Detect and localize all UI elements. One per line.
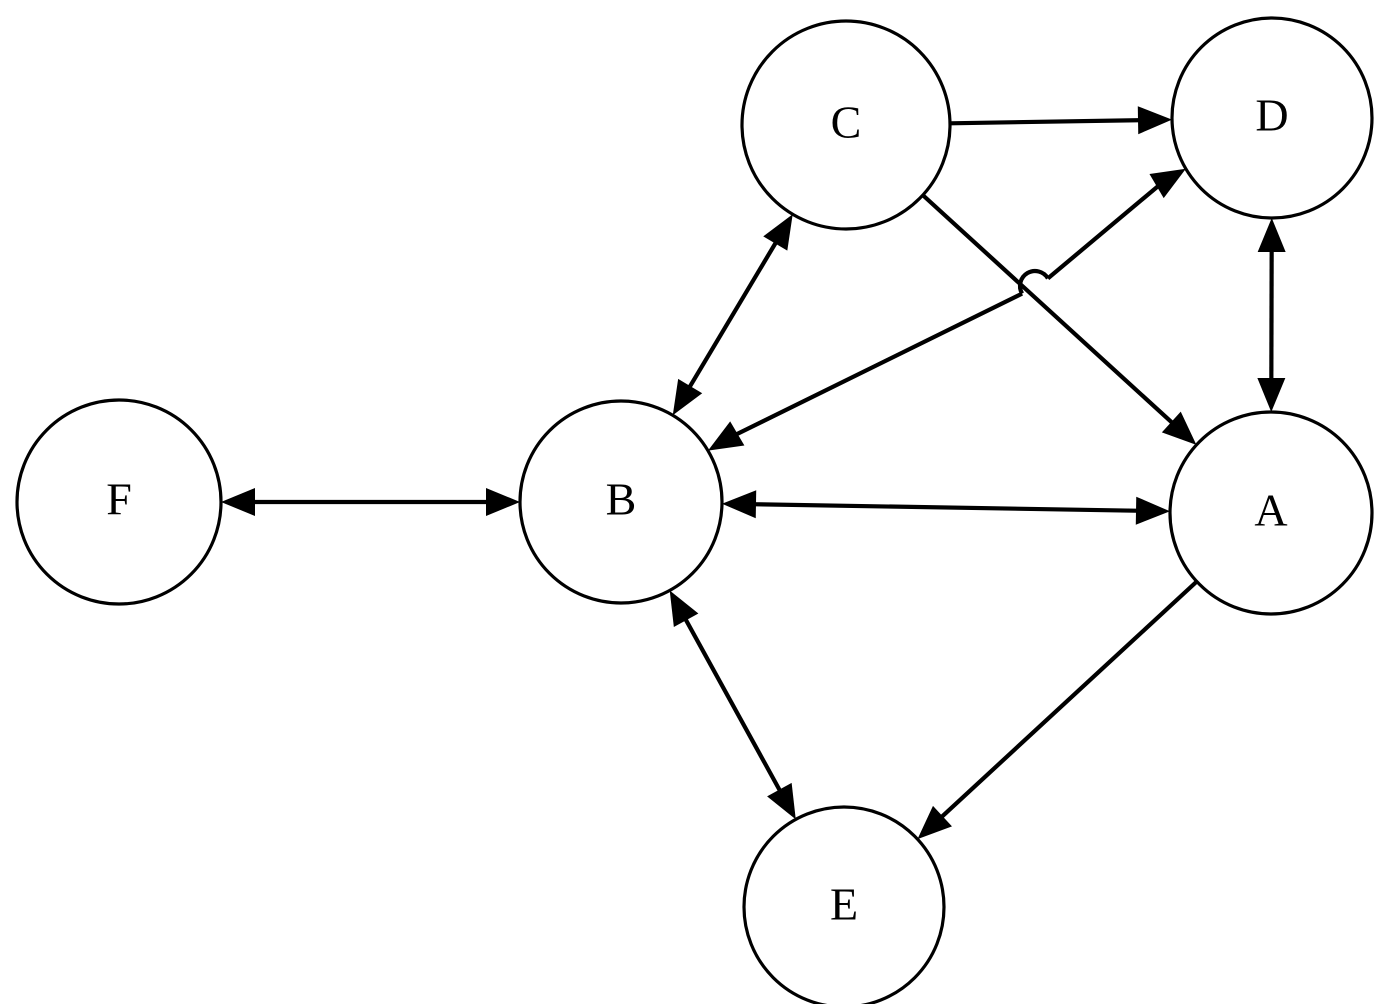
edge-segment bbox=[949, 118, 1145, 126]
edge-segment bbox=[921, 193, 1178, 428]
node-label-a: A bbox=[1254, 485, 1287, 536]
edge-segment bbox=[681, 613, 785, 796]
arrowhead-to-b bbox=[669, 590, 699, 628]
node-label-c: C bbox=[831, 97, 862, 148]
node-circle-d[interactable] bbox=[1170, 16, 1374, 220]
node-label-f: F bbox=[106, 474, 132, 525]
arrowhead-to-b bbox=[672, 378, 703, 416]
node-e[interactable]: E bbox=[742, 805, 946, 1004]
edge-c-a bbox=[921, 193, 1197, 445]
edges-layer bbox=[221, 106, 1286, 840]
node-label-e: E bbox=[830, 879, 858, 930]
node-b[interactable]: B bbox=[518, 399, 724, 605]
node-c[interactable]: C bbox=[740, 19, 952, 231]
edge-segment bbox=[936, 579, 1199, 822]
edge-b-a bbox=[721, 490, 1171, 525]
arrowhead-to-a bbox=[1161, 411, 1197, 445]
node-circle-b[interactable] bbox=[518, 399, 724, 605]
edge-segment bbox=[749, 502, 1143, 513]
edge-c-d bbox=[949, 106, 1173, 135]
arrowhead-to-b bbox=[707, 421, 745, 451]
node-label-b: B bbox=[606, 474, 637, 525]
edge-b-e bbox=[669, 590, 796, 820]
node-a[interactable]: A bbox=[1168, 410, 1374, 616]
edge-segment bbox=[685, 237, 781, 393]
arrowhead-to-d bbox=[1137, 106, 1173, 135]
node-circle-e[interactable] bbox=[742, 805, 946, 1004]
node-f[interactable]: F bbox=[15, 398, 223, 606]
arrowhead-to-b bbox=[721, 490, 757, 519]
edge-f-b bbox=[221, 488, 520, 516]
arrowhead-to-d bbox=[1149, 168, 1186, 199]
arrowhead-to-f bbox=[221, 488, 255, 516]
arrowhead-to-c bbox=[763, 214, 793, 251]
node-circle-a[interactable] bbox=[1168, 410, 1374, 616]
edge-segment bbox=[731, 291, 1024, 439]
arrowhead-to-a bbox=[1257, 377, 1286, 413]
edge-b-c bbox=[672, 214, 793, 416]
node-d[interactable]: D bbox=[1170, 16, 1374, 220]
nodes-layer: C D B A F E bbox=[15, 16, 1374, 1004]
edge-a-e bbox=[917, 579, 1199, 840]
edge-segment bbox=[1046, 181, 1164, 280]
arrowhead-to-d bbox=[1257, 217, 1286, 253]
edge-d-a bbox=[1257, 217, 1286, 413]
arrowhead-to-e bbox=[917, 805, 952, 840]
arrowhead-to-a bbox=[1135, 496, 1171, 525]
edge-b-d bbox=[707, 168, 1186, 451]
edge-crossing-hop bbox=[1017, 268, 1050, 295]
node-circle-f[interactable] bbox=[15, 398, 223, 606]
node-label-d: D bbox=[1255, 90, 1288, 141]
arrowhead-to-e bbox=[767, 782, 796, 820]
node-circle-c[interactable] bbox=[740, 19, 952, 231]
arrowhead-to-b bbox=[486, 488, 520, 516]
